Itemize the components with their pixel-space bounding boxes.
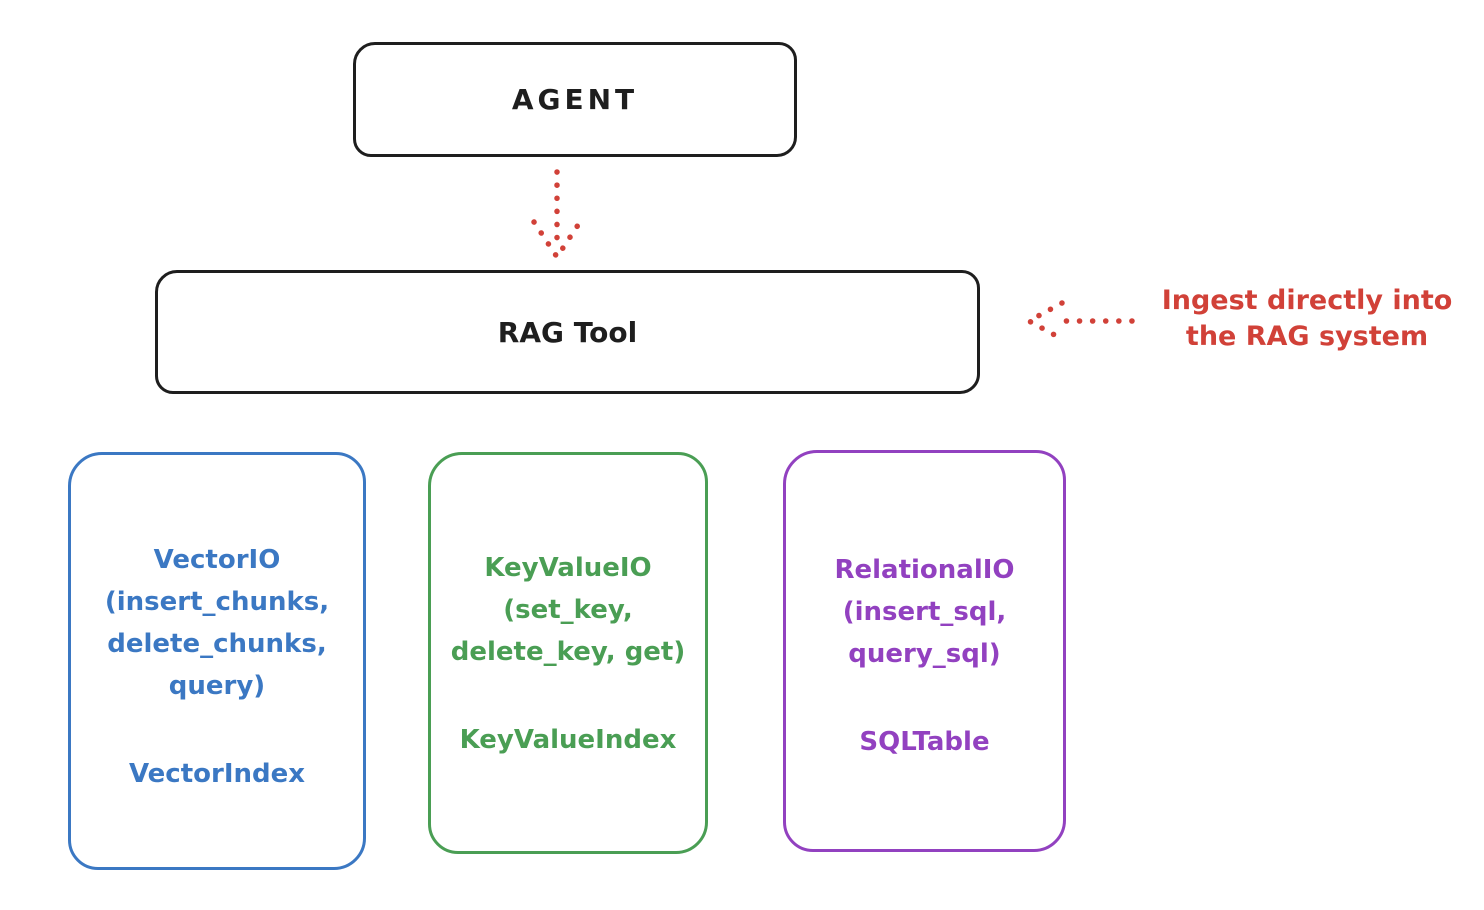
vector-io-title-line: delete_chunks, bbox=[107, 629, 327, 660]
vector-io-title-line: VectorIO bbox=[153, 545, 281, 575]
keyvalue-io-title-line: KeyValueIO bbox=[484, 553, 652, 583]
relational-io-box: RelationalIO (insert_sql, query_sql) SQL… bbox=[783, 450, 1066, 852]
keyvalue-index-label: KeyValueIndex bbox=[459, 725, 677, 756]
ingest-annotation-line2: the RAG system bbox=[1185, 321, 1429, 353]
agent-box: AGENT bbox=[353, 42, 797, 157]
relational-io-title-line: (insert_sql, bbox=[842, 597, 1007, 628]
keyvalue-io-box: KeyValueIO (set_key, delete_key, get) Ke… bbox=[428, 452, 708, 854]
vector-io-box: VectorIO (insert_chunks, delete_chunks, … bbox=[68, 452, 366, 870]
rag-tool-box: RAG Tool bbox=[155, 270, 980, 394]
annotation-to-rag-dotted-arrow bbox=[1026, 300, 1135, 342]
vector-io-title-line: (insert_chunks, bbox=[104, 587, 330, 618]
agent-box-label: AGENT bbox=[511, 83, 639, 116]
relational-io-title-line: RelationalIO bbox=[834, 555, 1015, 585]
keyvalue-io-title-line: delete_key, get) bbox=[450, 637, 686, 668]
relational-io-title-line: query_sql) bbox=[848, 639, 1001, 670]
ingest-annotation: Ingest directly into the RAG system bbox=[1142, 283, 1472, 356]
ingest-annotation-line1: Ingest directly into bbox=[1161, 285, 1453, 316]
rag-tool-box-label: RAG Tool bbox=[497, 315, 638, 349]
keyvalue-io-title-line: (set_key, bbox=[503, 595, 633, 626]
vector-index-label: VectorIndex bbox=[128, 759, 306, 790]
agent-to-rag-dotted-arrow bbox=[531, 169, 583, 260]
vector-io-title-line: query) bbox=[168, 671, 266, 702]
sql-table-label: SQLTable bbox=[859, 727, 990, 758]
